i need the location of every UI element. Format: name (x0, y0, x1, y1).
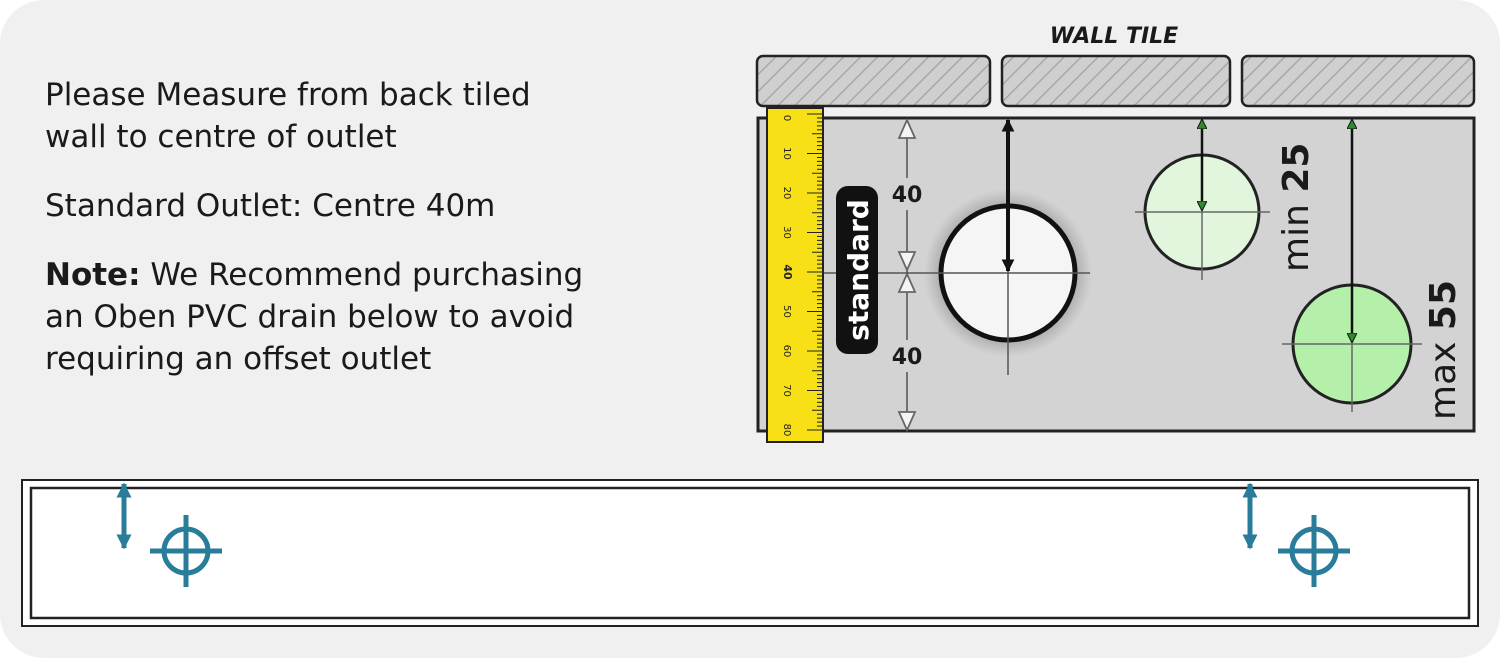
dim-label-bg (887, 340, 927, 372)
ruler-ticks (807, 113, 823, 431)
standard-dimension (897, 117, 917, 433)
crosshair-icon (1278, 515, 1350, 587)
instructions-panel: Please Measure from back tiled wall to c… (45, 74, 725, 407)
note-line-1: We Recommend purchasing (140, 257, 584, 293)
ruler-label: 60 (781, 345, 792, 358)
min-label: min 25 (1276, 143, 1317, 272)
ruler-label: 20 (781, 187, 792, 200)
wall-tile (1240, 54, 1476, 108)
standard-outlet-text: Standard Outlet: Centre 40m (45, 188, 496, 224)
recommendation-note: Note: We Recommend purchasing an Oben PV… (45, 254, 725, 380)
standard-outlet (820, 118, 1092, 375)
standard-label-pill: standard (836, 186, 878, 354)
tape-measure: 0 10 20 30 40 50 60 70 80 (766, 107, 824, 443)
measure-line-1: Please Measure from back tiled (45, 77, 531, 113)
standard-label: standard (842, 199, 875, 341)
crosshair-icon (150, 515, 222, 587)
dim-top-label: 40 (892, 183, 923, 208)
max-label: max 55 (1423, 280, 1464, 420)
ruler-label: 0 (781, 115, 792, 121)
note-line-2: an Oben PVC drain below to avoid (45, 299, 575, 335)
note-line-3: requiring an offset outlet (45, 341, 432, 377)
measure-instruction: Please Measure from back tiled wall to c… (45, 74, 725, 158)
min-outlet (1135, 120, 1270, 280)
drain-channel (21, 479, 1479, 627)
max-outlet (1282, 120, 1422, 412)
wall-tile-label: WALL TILE (1050, 24, 1178, 49)
ruler-label: 70 (781, 384, 792, 397)
ruler-label: 80 (781, 424, 792, 437)
measure-line-2: wall to centre of outlet (45, 119, 397, 155)
wall-tile (755, 54, 992, 108)
wall-tiles (755, 54, 1476, 108)
dim-label-bg (887, 178, 927, 210)
ruler-label: 40 (781, 264, 794, 280)
ruler-label: 50 (781, 305, 792, 318)
dim-bottom-label: 40 (892, 345, 923, 370)
wall-tile (1000, 54, 1232, 108)
right-drain-marker (1242, 482, 1350, 587)
ruler-label: 30 (781, 226, 792, 239)
note-label: Note: (45, 257, 141, 293)
ruler-labels: 0 10 20 30 40 50 60 70 80 (781, 115, 794, 437)
left-drain-marker (116, 482, 222, 587)
ruler-label: 10 (781, 147, 792, 160)
